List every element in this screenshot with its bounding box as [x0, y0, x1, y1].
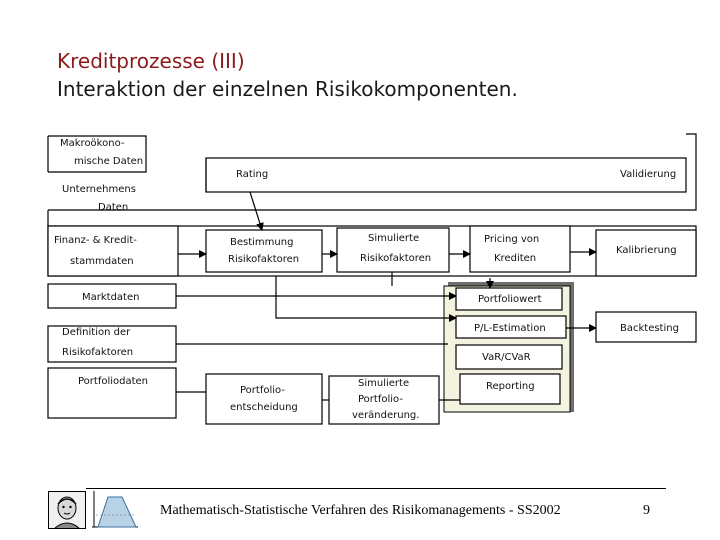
- veraenderung-box[interactable]: [328, 375, 440, 425]
- bestimmung-label-line1: Bestimmung: [230, 237, 293, 248]
- bestimmung-label-line2: Risikofaktoren: [228, 254, 299, 265]
- pl-estimation-label: P/L-Estimation: [474, 323, 546, 334]
- definition-box[interactable]: [47, 325, 177, 363]
- unternehmens-label-line2: Daten: [98, 202, 128, 213]
- frame-upper-right: [48, 133, 697, 211]
- kalibrierung-box[interactable]: [595, 229, 697, 277]
- var-cvar-box[interactable]: [455, 344, 563, 370]
- backtesting-box[interactable]: [595, 311, 697, 343]
- entscheidung-label-line2: entscheidung: [230, 402, 298, 413]
- pricing-label-line1: Pricing von: [484, 234, 539, 245]
- bestimmung-box[interactable]: [205, 229, 323, 273]
- unternehmens-label-line1: Unternehmens: [62, 184, 136, 195]
- rating-label: Rating: [236, 169, 268, 180]
- entscheidung-box[interactable]: [205, 373, 323, 425]
- portfoliowert-label: Portfoliowert: [478, 294, 542, 305]
- finanz-label-line2: stammdaten: [70, 256, 134, 267]
- rating-validierung-band: [205, 157, 687, 193]
- makro-label-line1: Makroökono-: [60, 138, 125, 149]
- marktdaten-box[interactable]: [47, 283, 177, 309]
- entscheidung-label-line1: Portfolio-: [240, 385, 285, 396]
- footer-course-title: Mathematisch-Statistische Verfahren des …: [160, 503, 561, 518]
- portrait-logo-icon: [48, 491, 86, 529]
- distribution-curve-icon: [92, 491, 138, 528]
- page-title-line-2: Interaktion der einzelnen Risikokomponen…: [57, 77, 518, 101]
- footer-divider: [86, 488, 666, 489]
- definition-label-line1: Definition der: [62, 327, 131, 338]
- pricing-label-line2: Krediten: [494, 253, 536, 264]
- finanz-box[interactable]: [47, 225, 179, 277]
- definition-label-line2: Risikofaktoren: [62, 347, 133, 358]
- pl-estimation-box[interactable]: [455, 315, 567, 339]
- veraenderung-label-line1: Simulierte: [358, 378, 409, 389]
- portfoliodaten-label: Portfoliodaten: [78, 376, 148, 387]
- var-cvar-label: VaR/CVaR: [482, 352, 531, 363]
- simulierte-label-line1: Simulierte: [368, 233, 419, 244]
- pricing-box[interactable]: [469, 225, 571, 273]
- simulierte-label-line2: Risikofaktoren: [360, 253, 431, 264]
- finanz-label-line1: Finanz- & Kredit-: [54, 235, 137, 246]
- kalibrierung-label: Kalibrierung: [616, 245, 677, 256]
- veraenderung-label-line2: Portfolio-: [358, 394, 403, 405]
- portfoliodaten-box[interactable]: [47, 367, 177, 419]
- makro-outline: [48, 135, 147, 173]
- markt-label: Marktdaten: [82, 292, 139, 303]
- reporting-box[interactable]: [459, 373, 561, 405]
- reporting-label: Reporting: [486, 381, 535, 392]
- backtesting-label: Backtesting: [620, 323, 679, 334]
- page-title-line-1: Kreditprozesse (III): [57, 49, 245, 73]
- veraenderung-label-line3: veränderung.: [352, 410, 419, 421]
- validierung-label: Validierung: [620, 169, 676, 180]
- makro-label-line2: mische Daten: [74, 156, 143, 167]
- page-number: 9: [643, 503, 650, 518]
